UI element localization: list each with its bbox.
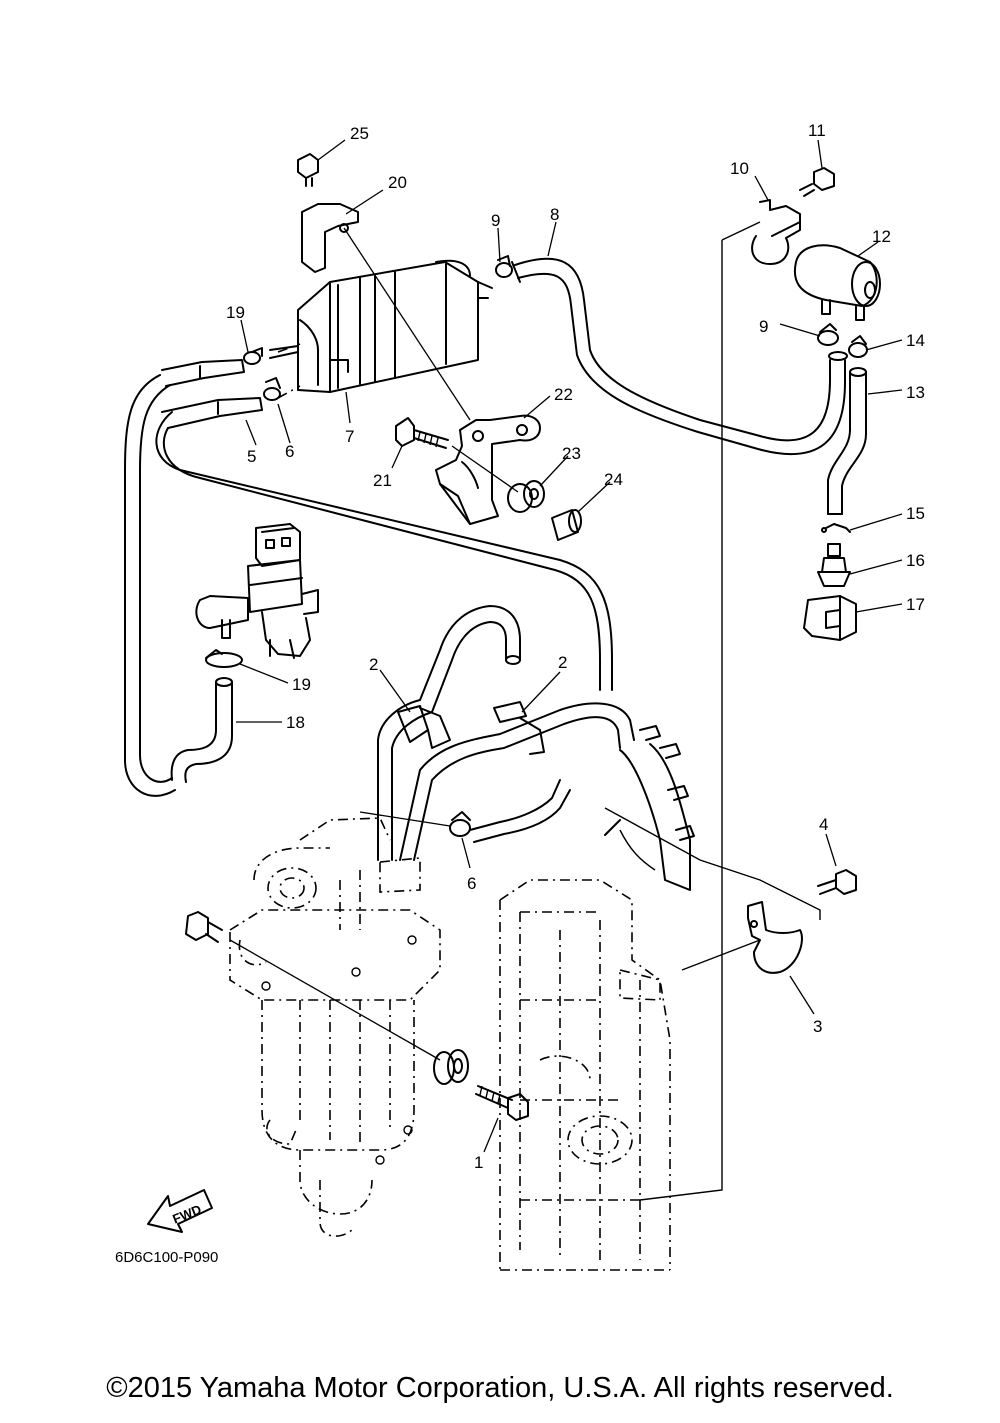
fwd-arrow: FWD xyxy=(147,1189,213,1233)
grommet-lower xyxy=(433,1049,469,1085)
callout-22: 22 xyxy=(554,385,573,404)
callout-17: 17 xyxy=(906,595,925,614)
clamp-14 xyxy=(848,335,868,358)
clamp-10 xyxy=(751,199,801,265)
drawing-code: 6D6C100-P090 xyxy=(115,1249,218,1266)
hose-13 xyxy=(827,367,867,515)
callout-4: 4 xyxy=(819,815,828,834)
fwd-label: FWD xyxy=(170,1202,203,1227)
callout-24: 24 xyxy=(604,470,623,489)
clamp-2-left xyxy=(397,705,451,749)
callout-8: 8 xyxy=(550,205,559,224)
vapor-separator xyxy=(229,817,441,1237)
callout-5: 5 xyxy=(247,447,256,466)
callout-21: 25 xyxy=(350,124,369,143)
callout-16: 16 xyxy=(906,551,925,570)
callout-20: 20 xyxy=(388,173,407,192)
hose-8-end xyxy=(828,351,848,361)
bracket-22 xyxy=(435,414,541,525)
clamp-19-lower xyxy=(205,649,243,668)
callout-12: 12 xyxy=(872,227,891,246)
engine-block xyxy=(499,879,671,1271)
center-hoses xyxy=(377,605,691,891)
bolt-21 xyxy=(297,153,319,187)
bracket-20 xyxy=(301,203,359,273)
clip-15 xyxy=(821,523,851,533)
fitting-16 xyxy=(817,543,851,587)
copyright-notice: ©2015 Yamaha Motor Corporation, U.S.A. A… xyxy=(106,1372,894,1404)
valve-assembly xyxy=(195,523,319,659)
callout-14: 14 xyxy=(906,331,925,350)
hose-end-5 xyxy=(161,359,263,429)
callout-13: 13 xyxy=(906,383,925,402)
clamp-9-lower xyxy=(817,323,839,346)
bolt-filter-top xyxy=(185,911,223,943)
clamp-2-right xyxy=(493,701,545,755)
callout-3: 3 xyxy=(813,1017,822,1036)
grommet-23 xyxy=(507,480,545,513)
hose-8 xyxy=(511,257,846,456)
callout-2-left: 2 xyxy=(369,655,378,674)
callout-9-upper: 9 xyxy=(491,211,500,230)
holder-17 xyxy=(803,595,857,641)
callout-19-upper: 19 xyxy=(226,303,245,322)
callout-6-center: 6 xyxy=(467,874,476,893)
bolt-4 xyxy=(817,869,857,895)
hose-18 xyxy=(170,677,233,783)
canister-12 xyxy=(793,244,881,321)
clamp-6-center xyxy=(449,811,471,837)
callout-25: 21 xyxy=(373,471,392,490)
callout-11: 11 xyxy=(808,121,826,140)
callout-19-lower: 19 xyxy=(292,675,311,694)
outline-frame-right xyxy=(604,221,821,1201)
callout-7: 7 xyxy=(345,427,354,446)
callout-leaders xyxy=(236,139,903,1153)
callout-9-lower: 9 xyxy=(759,317,768,336)
bolt-25 xyxy=(395,417,449,449)
callout-10: 10 xyxy=(730,159,749,178)
callout-15: 15 xyxy=(906,504,925,523)
callout-18: 18 xyxy=(286,713,305,732)
clamp-19-top xyxy=(243,347,263,365)
collar-24 xyxy=(551,509,582,541)
callout-1: 1 xyxy=(474,1153,483,1172)
breather-hose-loop xyxy=(124,374,613,797)
clips-right xyxy=(639,725,695,841)
callout-6-upper: 6 xyxy=(285,442,294,461)
clamp-6-top xyxy=(263,377,281,401)
callout-23: 23 xyxy=(562,444,581,463)
callout-2-right: 2 xyxy=(558,653,567,672)
callout-numbers: 25 20 9 8 10 11 12 9 14 13 15 16 17 22 2… xyxy=(226,121,925,1172)
bolt-11 xyxy=(799,167,835,197)
clamp-3 xyxy=(747,901,803,974)
clamp-9-upper xyxy=(495,255,513,278)
canister-7 xyxy=(269,259,493,393)
